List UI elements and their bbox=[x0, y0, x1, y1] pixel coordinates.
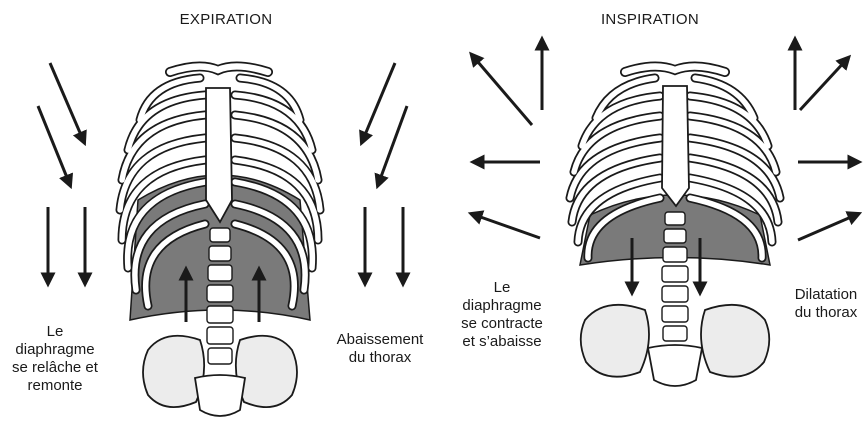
expiration-spine bbox=[207, 228, 233, 364]
expiration-sternum bbox=[206, 88, 232, 222]
expiration-ribcage bbox=[120, 66, 320, 416]
inspiration-ribcage bbox=[570, 66, 780, 386]
inspiration-sternum bbox=[662, 86, 689, 206]
inspiration-spine bbox=[662, 212, 688, 341]
